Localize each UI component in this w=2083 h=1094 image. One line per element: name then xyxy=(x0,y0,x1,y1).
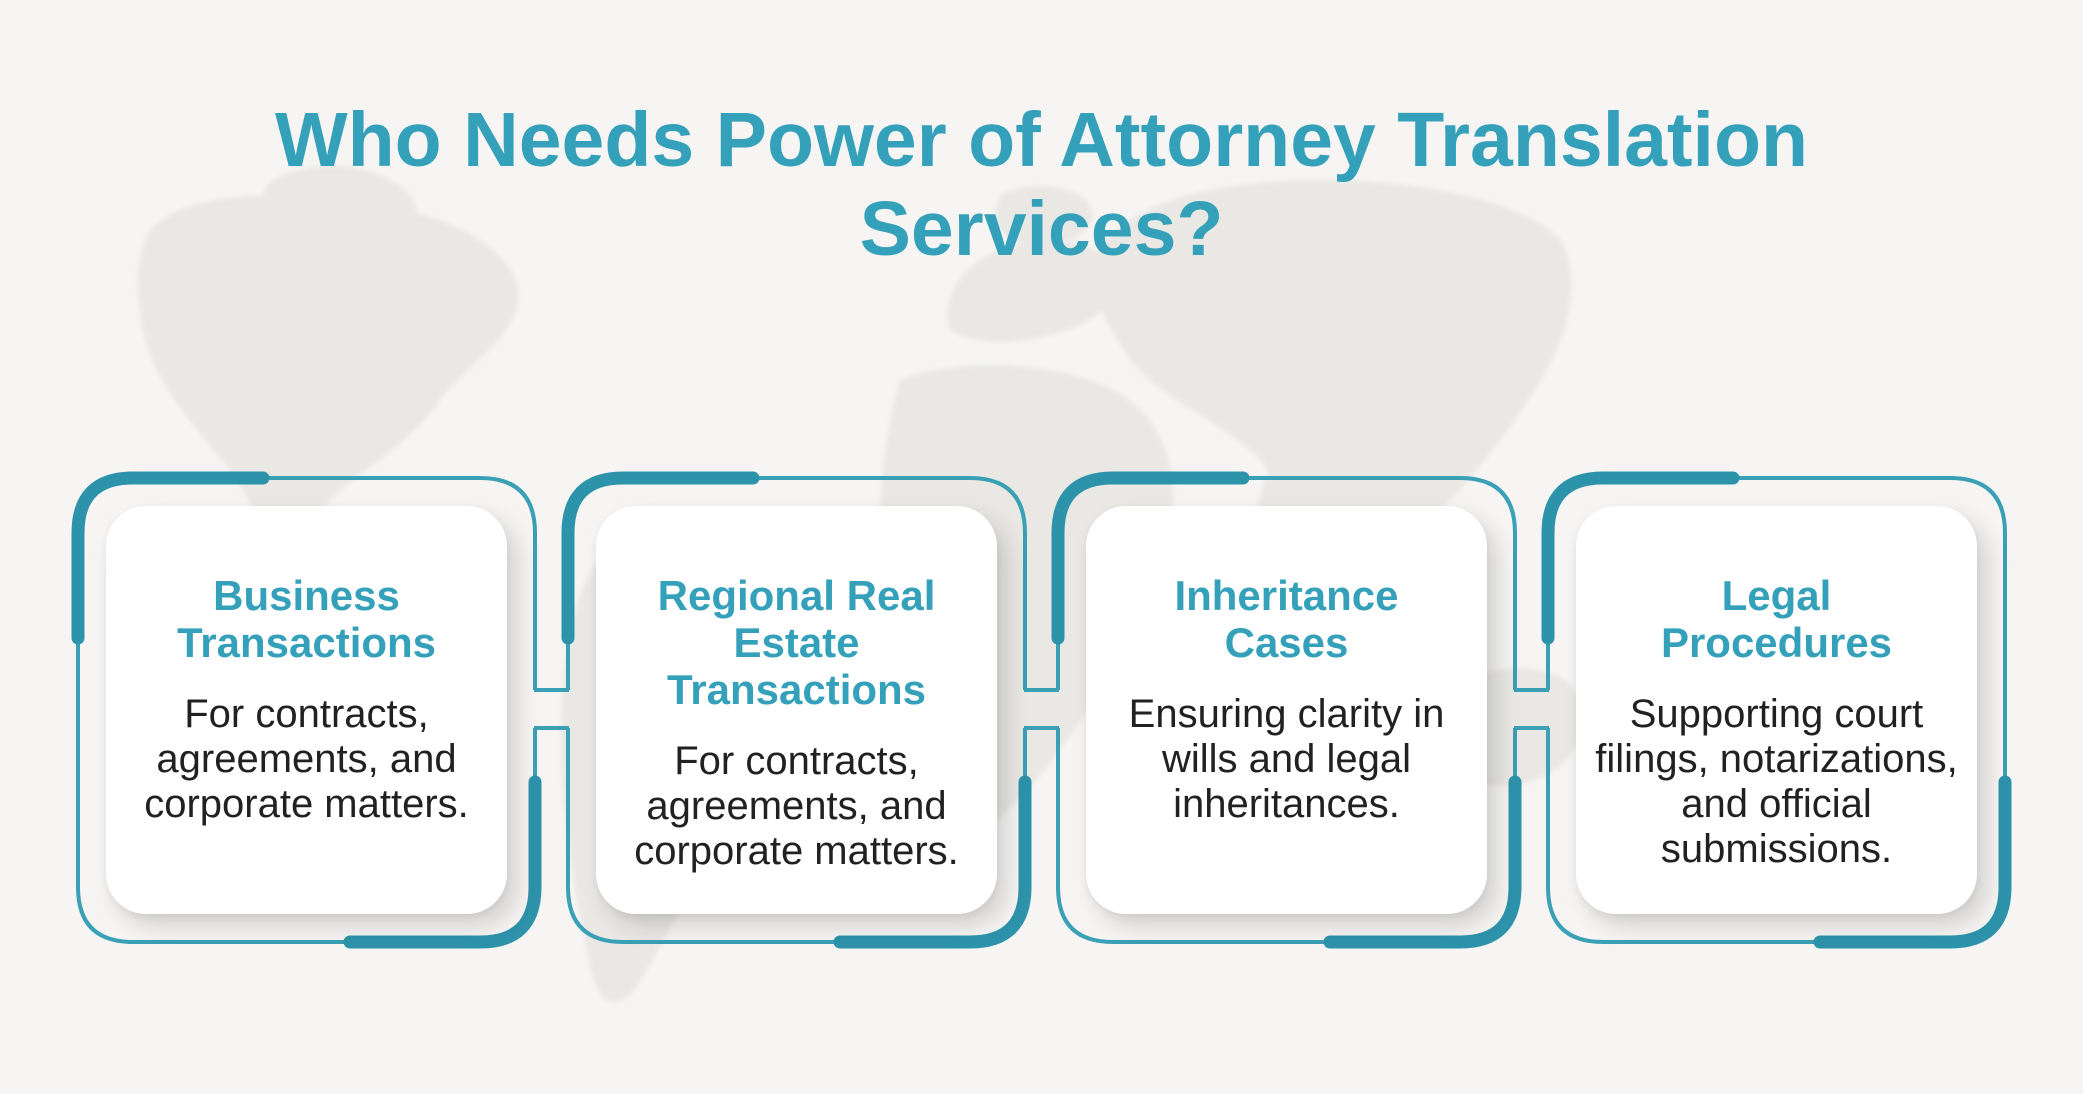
map-british-isles xyxy=(424,295,471,335)
card-accent-stroke-bottom-right xyxy=(1813,775,2012,949)
card-business-transactions: Business Transactions For contracts, agr… xyxy=(78,478,535,942)
frame-layer xyxy=(71,471,2012,949)
card-surface: Inheritance Cases Ensuring clarity in wi… xyxy=(1086,506,1487,914)
card-accent-stroke-top-left xyxy=(71,471,270,645)
card-inheritance-cases: Inheritance Cases Ensuring clarity in wi… xyxy=(1058,478,1515,942)
card-title: Business Transactions xyxy=(176,572,437,666)
card-accent-stroke-bottom-right xyxy=(833,775,1032,949)
map-north-america xyxy=(137,195,519,561)
card-surface: Business Transactions For contracts, agr… xyxy=(106,506,507,914)
map-scandinavia xyxy=(995,186,1093,246)
card-description: For contracts, agreements, and corporate… xyxy=(144,692,469,826)
card-description: Supporting court filings, notarizations,… xyxy=(1595,692,1958,871)
card-legal-procedures: Legal Procedures Supporting court filing… xyxy=(1548,478,2005,942)
card-description: For contracts, agreements, and corporate… xyxy=(634,739,959,873)
card-accent-stroke-top-left xyxy=(1051,471,1250,645)
map-asia xyxy=(1095,180,1572,573)
card-accent-stroke-top-left xyxy=(1541,471,1740,645)
card-title: Regional Real Estate Transactions xyxy=(657,572,936,713)
card-regional-real-estate-transactions: Regional Real Estate Transactions For co… xyxy=(568,478,1025,942)
map-europe xyxy=(947,241,1119,342)
card-accent-stroke-bottom-right xyxy=(1323,775,1522,949)
card-title: Inheritance Cases xyxy=(1174,572,1399,666)
card-surface: Regional Real Estate Transactions For co… xyxy=(596,506,997,914)
card-description: Ensuring clarity in wills and legal inhe… xyxy=(1128,692,1445,826)
card-title: Legal Procedures xyxy=(1660,572,1893,666)
card-accent-stroke-top-left xyxy=(561,471,760,645)
card-surface: Legal Procedures Supporting court filing… xyxy=(1576,506,1977,914)
card-accent-stroke-bottom-right xyxy=(343,775,542,949)
page-title: Who Needs Power of Attorney Translation … xyxy=(274,97,1809,272)
